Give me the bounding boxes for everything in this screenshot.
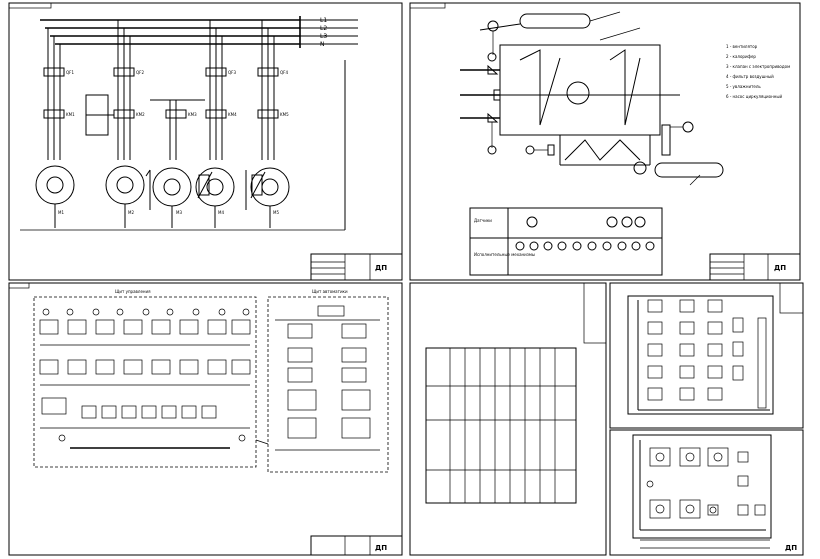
- spec-table: [425, 347, 577, 504]
- table-row-label: Исполнительные механизмы: [474, 252, 535, 257]
- sheet-wiring-lower: ДП: [609, 429, 804, 556]
- motor-branch-3: KM3 M3: [145, 99, 205, 228]
- panel-outline: [267, 296, 389, 473]
- legend-item: 1 - вентилятор: [726, 44, 758, 49]
- title-block: ДП: [709, 253, 801, 281]
- motor-branch-1: QF1 KM1 M1: [35, 28, 75, 228]
- fan-symbol: [566, 81, 590, 105]
- sheet-hvac-scheme: 1 - вентилятор 2 - калорифер 3 - клапан …: [409, 2, 801, 281]
- sheet-frame: [8, 2, 403, 281]
- title-block: ДП: [310, 253, 403, 281]
- breaker-label: QF3: [228, 70, 236, 75]
- contactor-label: KM3: [188, 112, 197, 117]
- panel-outline: [33, 296, 257, 468]
- title-stamp: ДП: [375, 544, 387, 552]
- sheet-corner-label: [8, 2, 52, 9]
- legend-item: 2 - калорифер: [726, 54, 756, 59]
- breaker-label: QF2: [136, 70, 144, 75]
- contactor-label: KM2: [136, 112, 145, 117]
- sheet-frame: [409, 2, 801, 281]
- sheet-spec-table: [409, 282, 607, 556]
- title-stamp: ДП: [375, 264, 387, 272]
- contactor-label: KM1: [66, 112, 75, 117]
- sheet-wiring-upper: [609, 282, 804, 429]
- legend-item: 3 - клапан с электроприводом: [726, 64, 790, 69]
- sheet-frame: [609, 429, 804, 556]
- sheet-control-panels: Щит управления Щит автоматики: [8, 282, 403, 556]
- sheet-frame: [609, 282, 804, 429]
- motor-symbol: [152, 167, 192, 207]
- left-panel-grid: [39, 308, 251, 449]
- motor-label: M3: [176, 210, 182, 215]
- title-stamp: ДП: [774, 264, 786, 272]
- panel-title: Щит управления: [115, 289, 151, 294]
- title-block: ДП: [310, 535, 403, 556]
- motor-branch-5: QF4 KM5 M5: [245, 20, 290, 228]
- breaker-label: QF4: [280, 70, 288, 75]
- motor-symbol: [105, 165, 145, 205]
- motor-branch-4: QF3 KM4 M4: [195, 20, 237, 228]
- legend: 1 - вентилятор 2 - калорифер 3 - клапан …: [726, 44, 790, 99]
- motor-label: M2: [128, 210, 134, 215]
- breaker-label: QF1: [66, 70, 74, 75]
- legend-item: 4 - фильтр воздушный: [726, 74, 774, 79]
- sheet-power-circuit: L1 L2 L3 N QF1 KM1 M1: [8, 2, 403, 281]
- contactor-label: KM5: [280, 112, 289, 117]
- motor-label: M5: [273, 210, 279, 215]
- motor-symbol: [35, 165, 75, 205]
- legend-item: 6 - насос циркуляционный: [726, 94, 782, 99]
- right-panel-grid: [255, 305, 380, 451]
- instrument-table: Датчики Исполнительные механизмы: [469, 207, 663, 276]
- title-stamp: ДП: [785, 544, 797, 552]
- motor-label: M4: [218, 210, 224, 215]
- contactor-label: KM4: [228, 112, 237, 117]
- panel-title: Щит автоматики: [312, 289, 348, 294]
- sheet-frame: [409, 282, 607, 556]
- motor-symbol: [195, 167, 235, 207]
- motor-label: M1: [58, 210, 64, 215]
- motor-branch-2: QF2 KM2 M2: [85, 20, 145, 228]
- legend-item: 5 - увлажнитель: [726, 84, 761, 89]
- table-row-label: Датчики: [474, 218, 492, 223]
- sheet-frame: [8, 282, 403, 556]
